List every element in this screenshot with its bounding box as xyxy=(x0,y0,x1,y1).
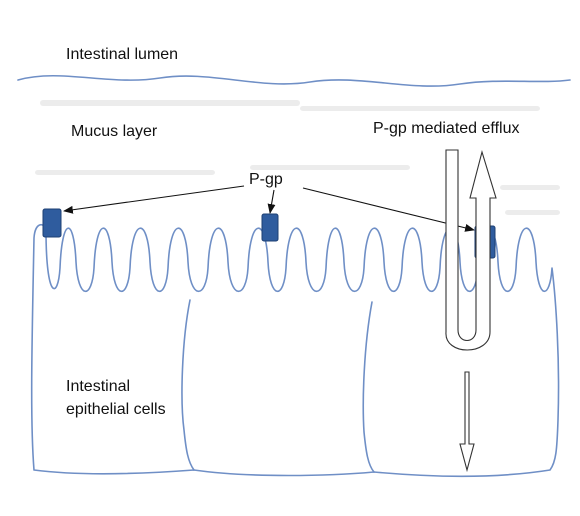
pgp-label: P-gp xyxy=(249,171,283,188)
efflux-arrow xyxy=(446,150,496,350)
absorption-arrow xyxy=(460,372,474,470)
mucus-layer-label: Mucus layer xyxy=(71,123,158,140)
epithelial-cells-label-line2: epithelial cells xyxy=(66,401,166,418)
intestinal-lumen-label: Intestinal lumen xyxy=(66,46,178,63)
cell-boundary-right xyxy=(363,302,374,472)
pgp-efflux-label: P-gp mediated efflux xyxy=(373,120,519,137)
pgp-pointer-arrow-2 xyxy=(270,190,274,213)
epithelial-cells-label-line1: Intestinal xyxy=(66,378,130,395)
pgp-transporter-1 xyxy=(43,209,61,237)
pgp-pointer-arrow-1 xyxy=(64,186,244,211)
lumen-boundary-line xyxy=(18,76,570,86)
cell-boundary-left xyxy=(182,300,194,470)
pgp-transporter-2 xyxy=(262,214,278,241)
